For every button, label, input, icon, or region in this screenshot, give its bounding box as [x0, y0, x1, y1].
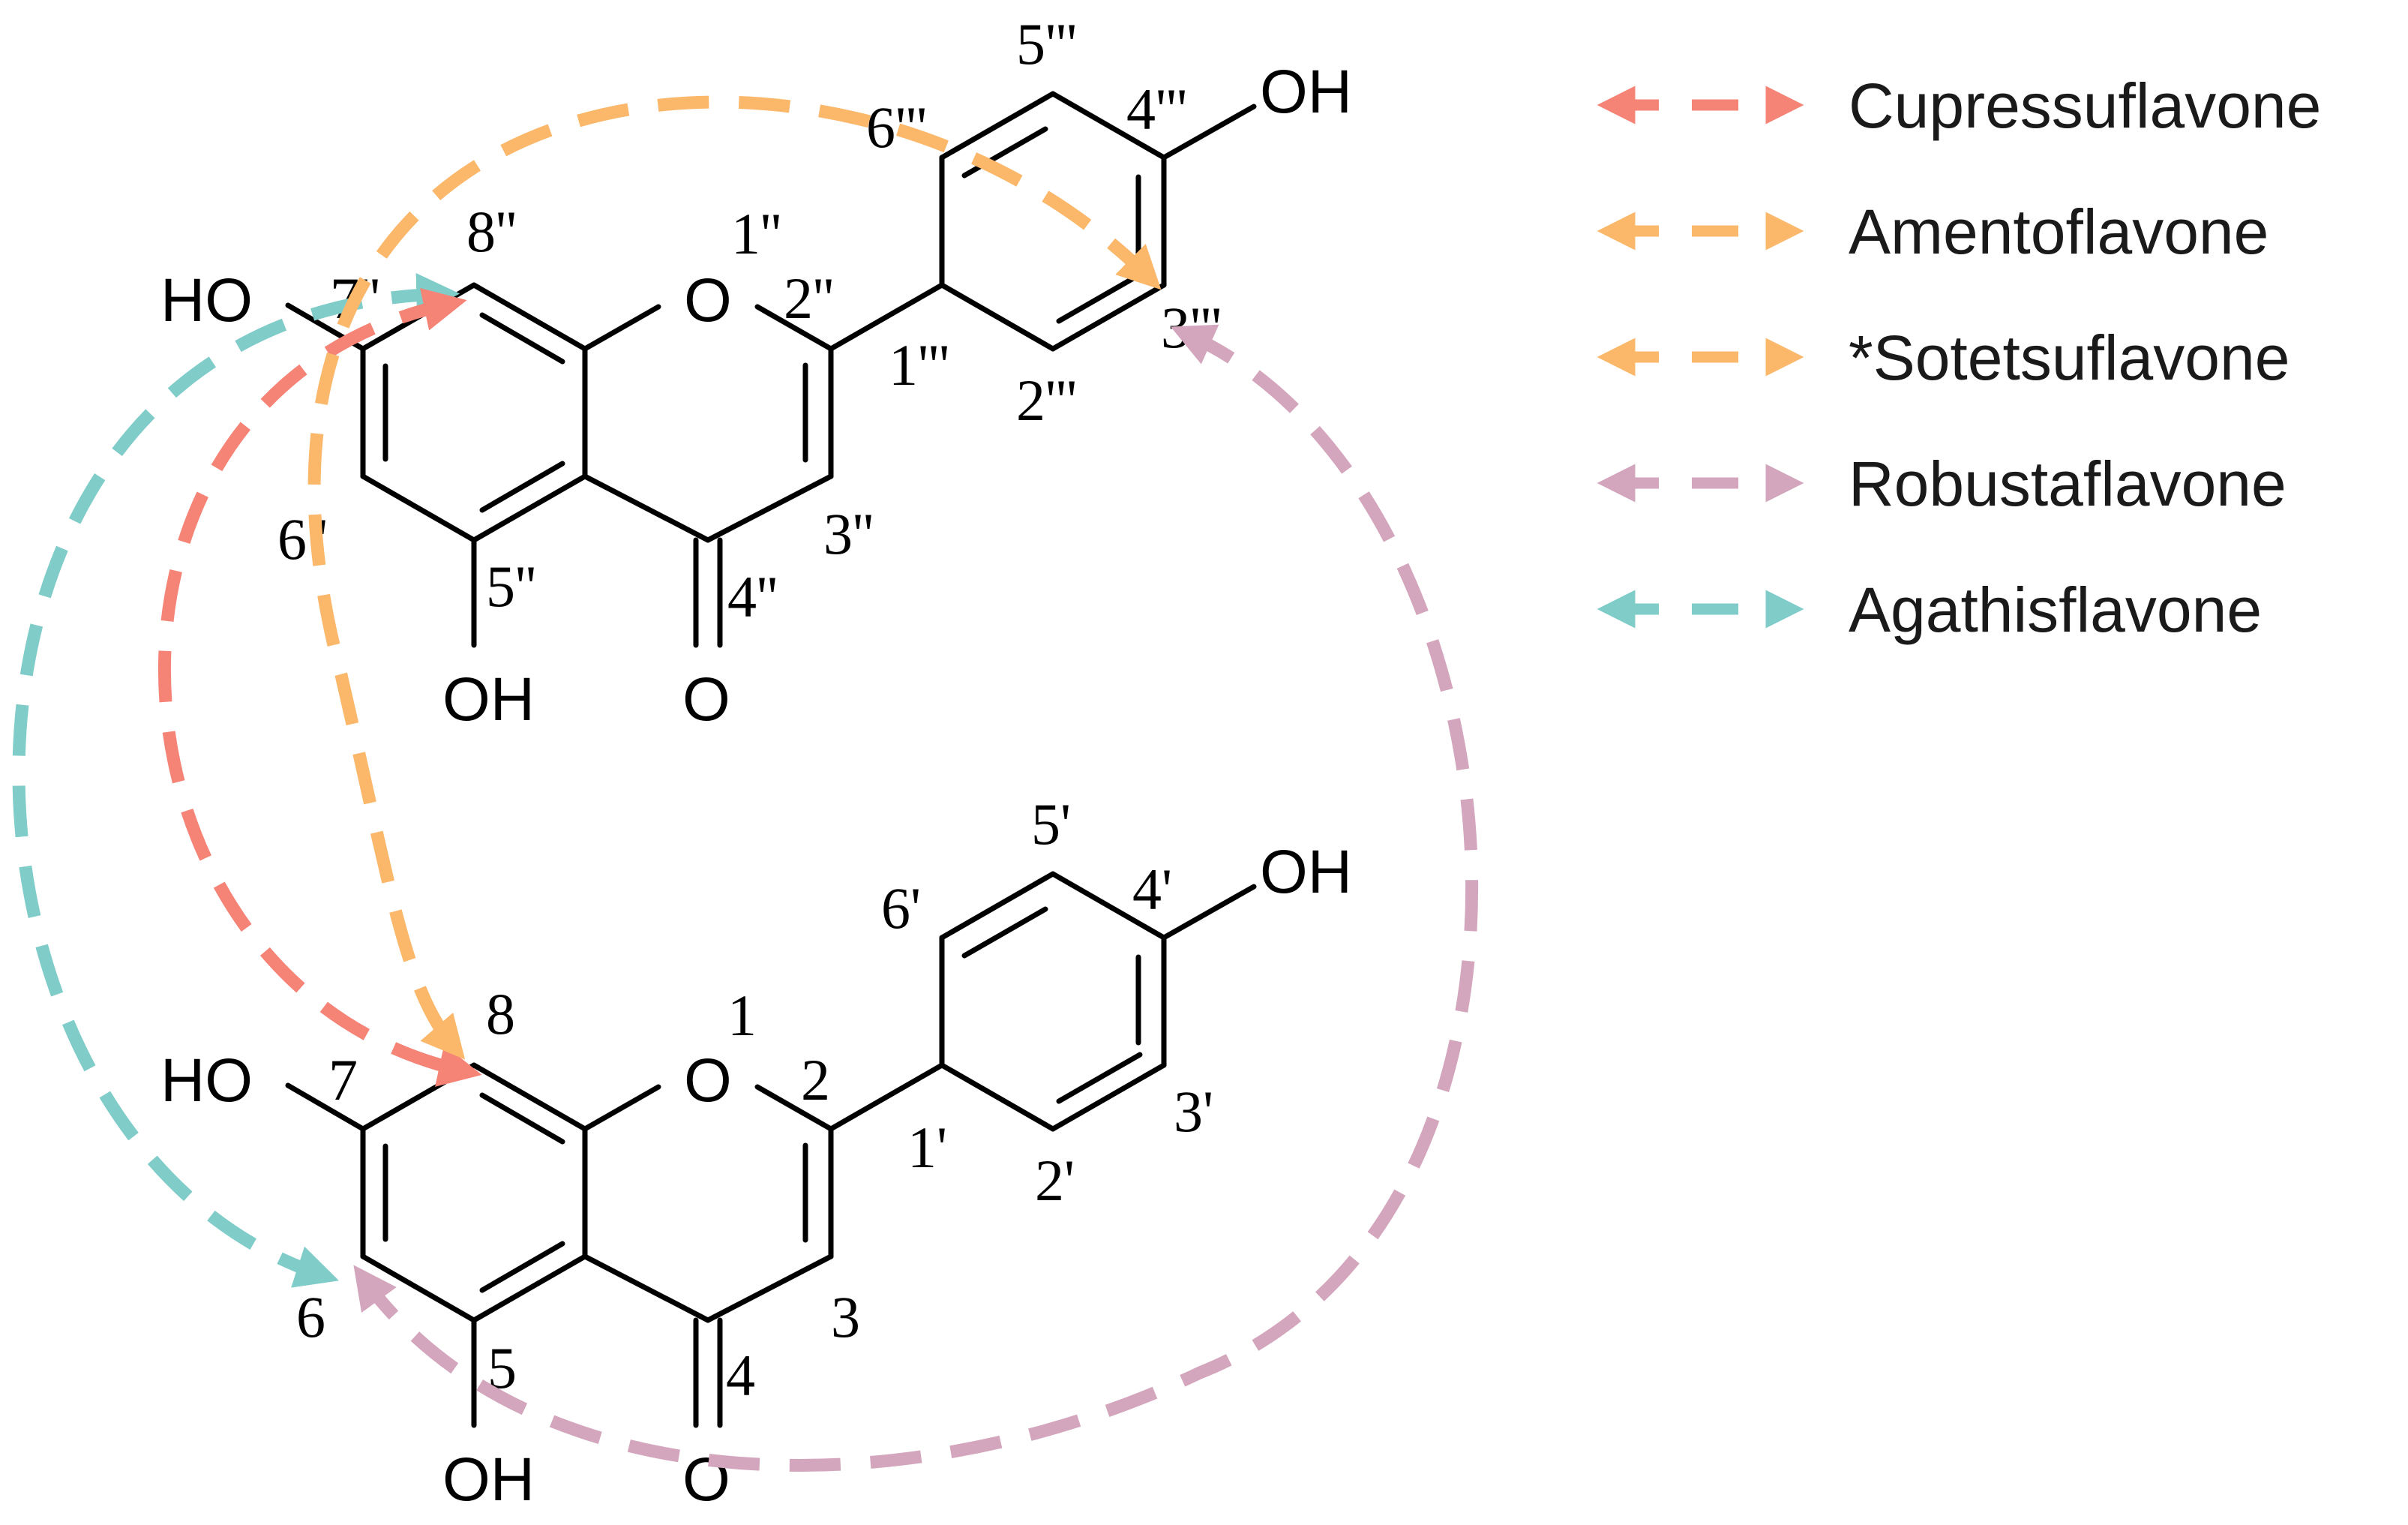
- bottom-atom-groups: OH HO O OH O: [160, 838, 1352, 1514]
- agathisflavone-arrow: [12, 273, 460, 1288]
- legend-item: Robustaflavone: [1597, 449, 2287, 519]
- legend-item: Cupressuflavone: [1597, 71, 2321, 141]
- bottom-c-ring: [582, 1084, 834, 1428]
- label-2: 2: [801, 1047, 830, 1112]
- top-flavone-unit: OH HO O OH O 5''' 4''' 6''' 8'' 1'' 7'' …: [160, 11, 1352, 734]
- label-7: 7: [328, 1047, 358, 1112]
- label-4ppp: 4''': [1126, 77, 1187, 142]
- label-8: 8: [486, 981, 515, 1046]
- legend-item: *Sotetsuflavone: [1597, 323, 2290, 393]
- bottom-a-ring: [360, 1062, 588, 1323]
- robustaflavone-arrow: [353, 324, 1479, 1472]
- label-2ppp: 2''': [1016, 368, 1077, 433]
- label-3pp: 3'': [823, 501, 874, 566]
- top-a-ring: [360, 282, 588, 543]
- legend-item: Agathisflavone: [1597, 575, 2262, 645]
- legend-label: Agathisflavone: [1849, 575, 2262, 645]
- label-6p: 6': [881, 875, 921, 941]
- linkage-arrows: [12, 95, 1479, 1472]
- label-5pp: 5'': [486, 554, 536, 619]
- bottom-oh-5: OH: [442, 1445, 535, 1514]
- label-2p: 2': [1035, 1148, 1075, 1213]
- label-6ppp: 6''': [866, 95, 927, 160]
- bottom-substituent-bonds: [285, 1082, 477, 1428]
- top-ho-7pp: HO: [160, 266, 253, 335]
- label-4p: 4': [1132, 857, 1172, 922]
- bottom-flavone-unit: OH HO O OH O 5' 4' 6' 8 1 7 2 1' 3' 2' 6…: [160, 791, 1352, 1514]
- top-atom-groups: OH HO O OH O: [160, 58, 1352, 734]
- top-oh-4ppp: OH: [1260, 58, 1352, 126]
- label-2pp: 2'': [784, 266, 834, 331]
- top-carbonyl-oxygen: O: [682, 665, 730, 734]
- top-ring-oxygen: O: [684, 266, 732, 335]
- label-4pp: 4'': [727, 564, 778, 629]
- cupressuflavone-arrow: [157, 288, 482, 1087]
- legend-label: *Sotetsuflavone: [1849, 323, 2290, 393]
- legend-item: Amentoflavone: [1597, 197, 2269, 267]
- legend-label: Cupressuflavone: [1849, 71, 2321, 141]
- top-oh-5pp: OH: [442, 665, 535, 734]
- label-5ppp: 5''': [1016, 11, 1077, 77]
- label-3p: 3': [1174, 1079, 1213, 1144]
- label-3: 3: [831, 1284, 860, 1349]
- label-1: 1: [727, 983, 757, 1048]
- bottom-ho-7: HO: [160, 1046, 253, 1115]
- label-8pp: 8'': [466, 199, 517, 264]
- legend-label: Robustaflavone: [1849, 449, 2287, 519]
- label-4: 4: [726, 1343, 755, 1408]
- label-1ppp: 1''': [889, 332, 949, 398]
- label-1p: 1': [907, 1115, 947, 1180]
- bottom-ring-oxygen: O: [684, 1046, 732, 1115]
- bottom-oh-4p: OH: [1260, 838, 1352, 906]
- legend-label: Amentoflavone: [1849, 197, 2269, 267]
- bottom-position-labels: 5' 4' 6' 8 1 7 2 1' 3' 2' 6 3 5 4: [296, 791, 1213, 1408]
- top-c-ring: [582, 304, 834, 648]
- label-1pp: 1'': [731, 201, 781, 266]
- label-5p: 5': [1031, 791, 1071, 857]
- label-6: 6: [296, 1284, 325, 1349]
